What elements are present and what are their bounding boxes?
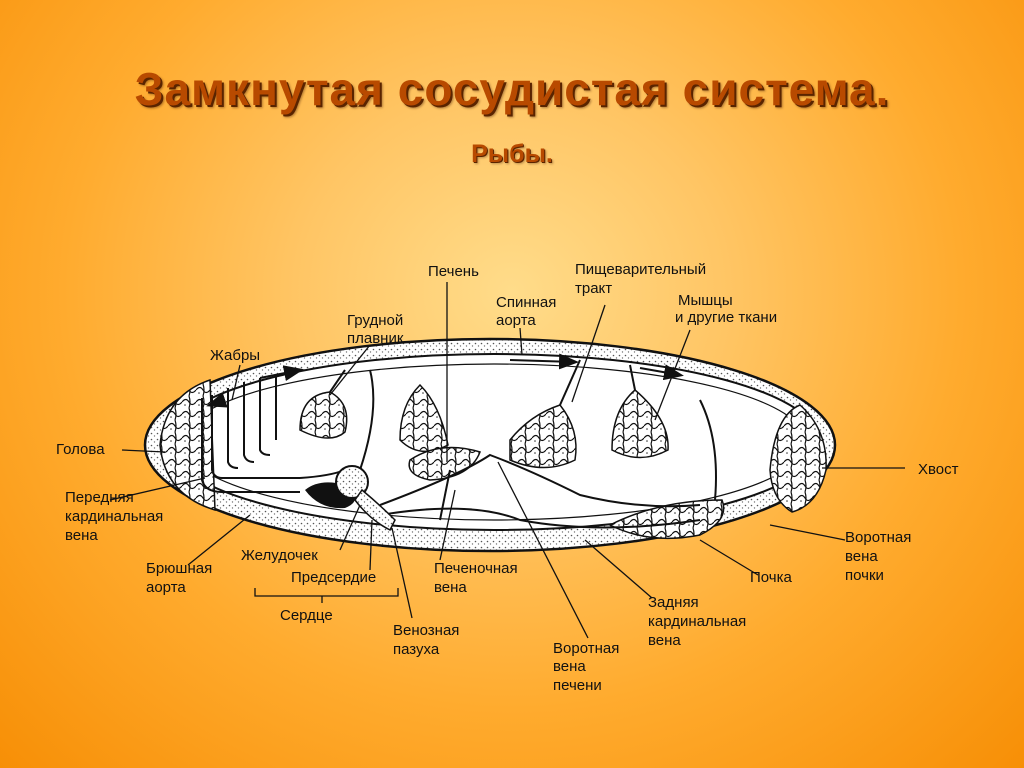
label-ventricle: Желудочек [241,547,318,564]
label-hepatic-vein-2: вена [434,579,467,596]
label-pectoral-fin-2: плавник [347,330,404,347]
pectoral-fin-capillaries [299,369,348,439]
heart-bracket [254,588,399,603]
label-ventral-aorta-2: аорта [146,579,186,596]
slide-title: Замкнутая сосудистая система. [134,63,890,115]
label-digestive-2: тракт [575,280,612,297]
label-muscles-1: Мышцы [678,292,733,309]
label-ventral-aorta-1: Брюшная [146,560,212,577]
label-posterior-cardinal-2: кардинальная [648,613,746,630]
label-gills: Жабры [210,347,260,364]
label-liver: Печень [428,263,479,280]
label-anterior-cardinal-3: вена [65,527,98,544]
head-capillaries [159,378,216,512]
heart [305,465,396,532]
label-tail: Хвост [918,461,959,478]
label-atrium: Предсердие [291,569,376,586]
label-head: Голова [56,441,105,458]
label-anterior-cardinal-2: кардинальная [65,508,163,525]
label-hepatic-vein-1: Печеночная [434,560,518,577]
outer-vessel-ring [143,337,837,553]
label-pectoral-fin-1: Грудной [347,312,403,329]
label-posterior-cardinal-3: вена [648,632,681,649]
label-renal-portal-2: вена [845,548,878,565]
leader-lines [109,282,905,639]
liver-capillaries [399,383,481,481]
label-posterior-cardinal-1: Задняя [648,594,699,611]
label-sinus-2: пазуха [393,641,440,658]
label-heart: Сердце [280,607,333,624]
kidney-capillaries [608,499,725,540]
label-kidney: Почка [750,569,793,586]
gill-arches [201,374,300,493]
tail-capillaries [769,404,827,513]
label-hepatic-portal-1: Воротная [553,640,619,657]
label-digestive-1: Пищеварительный [575,261,706,278]
label-muscles-2: и другие ткани [675,309,777,326]
label-hepatic-portal-3: печени [553,677,602,694]
internal-vessels [299,369,717,529]
label-hepatic-portal-2: вена [553,658,586,675]
label-dorsal-aorta-1: Спинная [496,294,556,311]
label-dorsal-aorta-2: аорта [496,312,536,329]
label-renal-portal-1: Воротная [845,529,911,546]
slide-subtitle: Рыбы. [471,140,553,168]
label-anterior-cardinal-1: Передняя [65,489,134,506]
label-sinus-1: Венозная [393,622,459,639]
label-renal-portal-3: почки [845,567,884,584]
muscle-capillaries [611,364,669,459]
digestive-capillaries [509,359,581,469]
